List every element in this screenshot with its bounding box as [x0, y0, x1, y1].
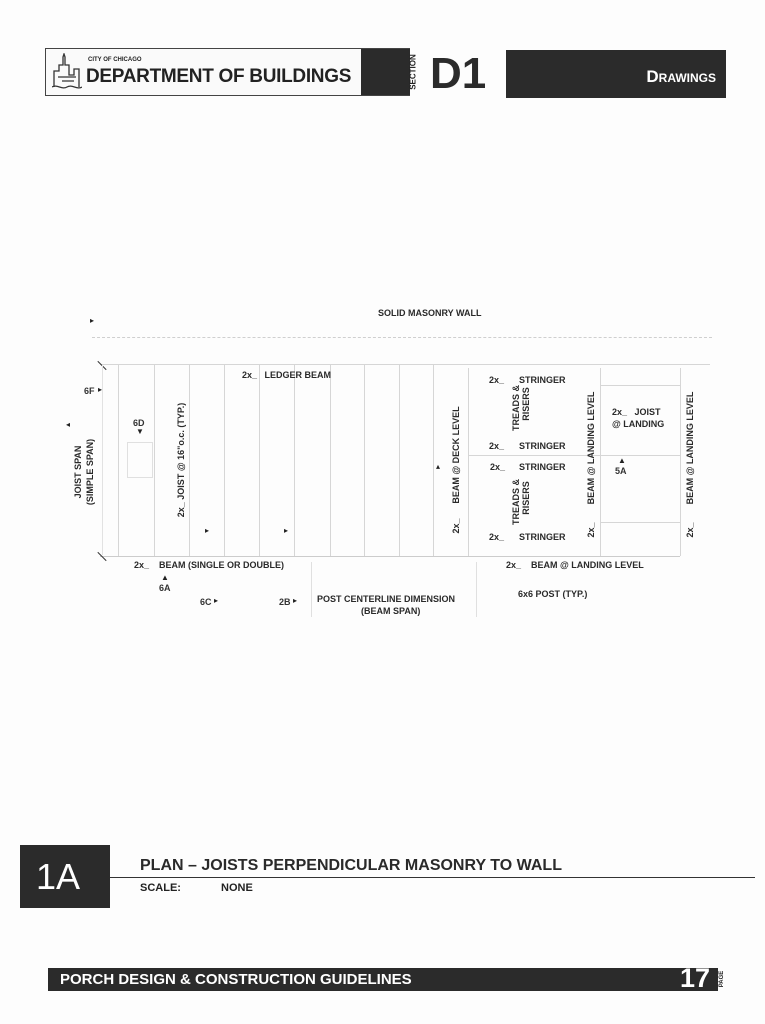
post-dimension-line [476, 562, 477, 617]
section-arrow-icon: ▲ [618, 456, 626, 465]
section-arrow-icon: ▸ [293, 596, 298, 605]
joist-line [189, 364, 190, 556]
joist-line [364, 364, 365, 556]
caption-rule [110, 877, 755, 878]
beam-landing-line [680, 368, 681, 556]
section-label: SECTION [408, 54, 418, 90]
beam-landing-size: 2x_ [685, 522, 695, 538]
city-label: CITY OF CHICAGO [88, 57, 142, 63]
beam-landing-line [600, 368, 601, 556]
stair-divider [468, 455, 600, 456]
arrow-icon: ▸ [90, 316, 95, 325]
joist-line [399, 364, 400, 556]
footer-title: PORCH DESIGN & CONSTRUCTION GUIDELINES [60, 971, 412, 988]
landing-line [600, 385, 680, 386]
post-typ-label: 6x6 POST (TYP.) [518, 589, 588, 599]
drawing-number-box: 1A [20, 845, 110, 908]
risers-label: RISERS [521, 387, 531, 421]
section-code: D1 [430, 49, 487, 98]
section-arrow-icon: ▸ [214, 596, 219, 605]
joist-line [154, 364, 155, 556]
beam-landing-label: BEAM @ LANDING LEVEL [586, 391, 596, 505]
scale-value: NONE [221, 882, 253, 894]
stair-edge-line [468, 368, 469, 556]
landing-line [600, 522, 680, 523]
department-logo-box: CITY OF CHICAGO DEPARTMENT OF BUILDINGS [45, 48, 410, 96]
detail-tag-6a[interactable]: 6A [159, 583, 171, 593]
beam-landing-size: 2x_ [586, 522, 596, 538]
detail-tag-6f[interactable]: 6F [84, 386, 95, 396]
detail-tag-2b[interactable]: 2B [279, 597, 291, 607]
joist-typ-label: 2x_ JOIST @ 16"o.c. (TYP.) [176, 402, 186, 518]
wall-label: SOLID MASONRY WALL [378, 308, 482, 318]
detail-tag-6d[interactable]: 6D [133, 418, 145, 428]
stringer-size: 2x_ [490, 462, 506, 472]
beam-span-label: (BEAM SPAN) [361, 606, 421, 616]
stringer-label: STRINGER [519, 462, 566, 472]
deck-bottom-edge [100, 556, 680, 557]
section-arrow-icon: ▸ [98, 385, 103, 394]
treads-label: TREADS & [511, 384, 521, 432]
joist-line [118, 364, 119, 556]
section-arrow-icon: ▲ [161, 573, 169, 582]
joist-line [259, 364, 260, 556]
page-label: PAGE [719, 970, 725, 988]
simple-span-label: (SIMPLE SPAN) [85, 438, 95, 506]
scale-label: SCALE: [140, 882, 181, 894]
stringer-size: 2x_ [489, 441, 505, 451]
masonry-wall-line [92, 337, 712, 338]
stringer-label: STRINGER [519, 532, 566, 542]
risers-label: RISERS [521, 481, 531, 515]
stringer-label: STRINGER [519, 441, 566, 451]
drawing-title: PLAN – JOISTS PERPENDICULAR MASONRY TO W… [140, 857, 562, 874]
joist-span-label: JOIST SPAN [73, 445, 83, 499]
joist-landing-label: 2x_ JOIST [612, 407, 661, 417]
drawing-number: 1A [36, 856, 81, 897]
post-centerline-label: POST CENTERLINE DIMENSION [317, 594, 456, 604]
section-title-box: Drawings [506, 50, 726, 98]
section-arrow-icon: ▴ [436, 462, 441, 471]
department-name: DEPARTMENT OF BUILDINGS [86, 66, 352, 87]
beam-deck-line [433, 364, 434, 556]
post-dimension-line [311, 562, 312, 617]
page-number: 17 [679, 963, 710, 993]
opening-box [127, 442, 153, 478]
detail-tag-5a[interactable]: 5A [615, 466, 627, 476]
chicago-skyline-logo [51, 51, 83, 91]
detail-tag-6c[interactable]: 6C [200, 597, 212, 607]
deck-top-edge [100, 364, 710, 365]
stringer-size: 2x_ [489, 375, 505, 385]
stringer-label: STRINGER [519, 375, 566, 385]
joist-line [294, 364, 295, 556]
joist-line [224, 364, 225, 556]
footer-bar: PORCH DESIGN & CONSTRUCTION GUIDELINES 1… [48, 964, 718, 992]
beam-single-label: 2x_ BEAM (SINGLE OR DOUBLE) [134, 560, 285, 570]
beam-deck-label: BEAM @ DECK LEVEL [451, 406, 461, 504]
section-arrow-icon: ▸ [284, 526, 289, 535]
joist-landing-label-2: @ LANDING [612, 419, 665, 429]
joist-line [330, 364, 331, 556]
beam-deck-size: 2x_ [451, 518, 461, 534]
section-arrow-icon: ◂ [66, 420, 71, 429]
stringer-size: 2x_ [489, 532, 505, 542]
ledger-label: 2x_ LEDGER BEAM [242, 370, 332, 380]
header-dark-block [361, 49, 410, 95]
dimension-line [102, 365, 103, 555]
beam-landing-h-label: 2x_ BEAM @ LANDING LEVEL [506, 560, 644, 570]
beam-landing-label: BEAM @ LANDING LEVEL [685, 391, 695, 505]
treads-label: TREADS & [511, 478, 521, 526]
section-arrow-icon: ▸ [205, 526, 210, 535]
section-title: Drawings [646, 67, 716, 86]
section-arrow-icon: ▼ [136, 427, 144, 436]
landing-line [600, 455, 680, 456]
